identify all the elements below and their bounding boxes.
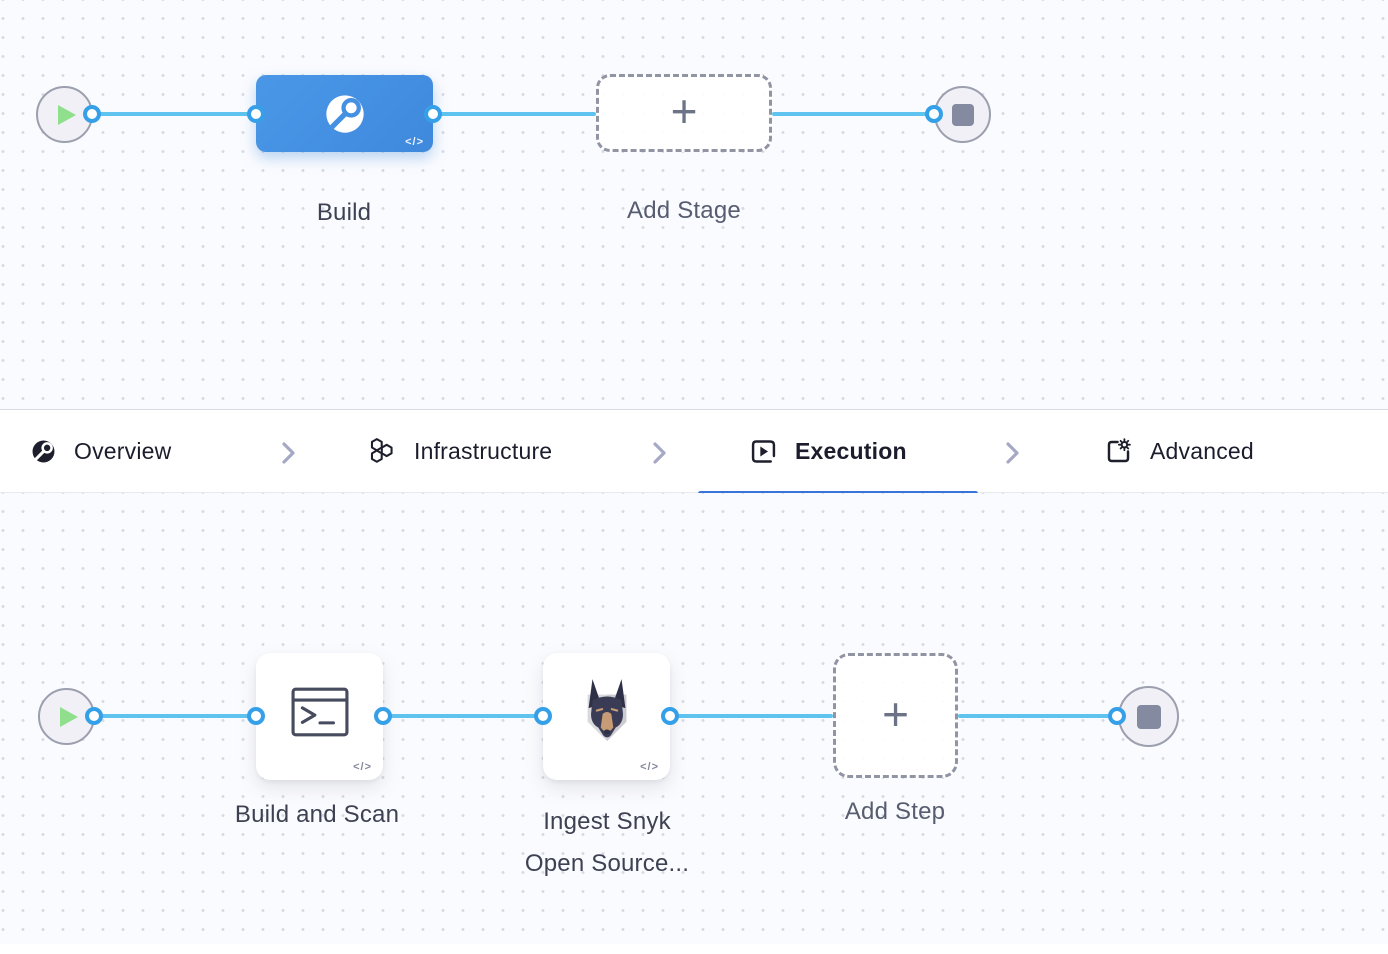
chevron-right-icon <box>653 442 666 464</box>
chevron-right-icon <box>1006 442 1019 464</box>
add-stage-label: Add Stage <box>627 197 741 224</box>
edge-start-to-build <box>92 112 256 116</box>
tab-infrastructure[interactable]: Infrastructure <box>367 410 552 492</box>
stage-label-build: Build <box>316 199 372 226</box>
step-graph-canvas[interactable]: </> </> + Bu <box>0 493 1388 944</box>
stage-graph-canvas[interactable]: </> + Build Add Stage <box>0 0 1388 409</box>
edge-step1-to-step2 <box>383 714 543 718</box>
code-badge: </> <box>353 761 372 773</box>
connector-port[interactable] <box>85 707 103 725</box>
plus-icon: + <box>670 85 698 137</box>
chevron-right-icon <box>282 442 295 464</box>
edge-addstage-to-stop <box>772 112 934 116</box>
step-node-ingest-snyk[interactable]: </> <box>543 653 670 780</box>
tab-execution-label: Execution <box>795 437 907 464</box>
overview-icon <box>32 440 55 462</box>
connector-port[interactable] <box>661 707 679 725</box>
connector-port[interactable] <box>534 707 552 725</box>
edge-build-to-addstage <box>433 112 596 116</box>
add-step-label: Add Step <box>844 798 946 825</box>
connector-port[interactable] <box>1108 707 1126 725</box>
edge-start-to-step1 <box>94 714 256 718</box>
connector-port[interactable] <box>925 105 943 123</box>
tab-overview[interactable]: Overview <box>30 410 171 492</box>
snyk-dog-icon <box>587 678 626 741</box>
tab-infrastructure-label: Infrastructure <box>414 437 553 464</box>
connector-port[interactable] <box>374 707 392 725</box>
ci-build-icon <box>325 94 364 133</box>
stop-icon <box>951 103 974 126</box>
play-icon <box>60 706 78 727</box>
stage-node-build[interactable]: </> <box>256 75 433 152</box>
tab-advanced[interactable]: Advanced <box>1104 410 1254 492</box>
connector-port[interactable] <box>424 105 442 123</box>
play-icon <box>58 104 76 125</box>
stage-config-tabbar: Overview Infrastructure Execution <box>0 409 1388 496</box>
connector-port[interactable] <box>83 105 101 123</box>
step-label-build-and-scan: Build and Scan <box>234 801 400 828</box>
add-stage-button[interactable]: + <box>596 74 772 152</box>
step-label-line1: Ingest Snyk <box>543 808 671 835</box>
step-label-ingest-snyk: Ingest Snyk Open Source... <box>477 801 737 885</box>
footer-strip <box>0 944 1388 954</box>
infrastructure-icon <box>370 438 393 463</box>
edge-step2-to-addstep <box>670 714 833 718</box>
connector-port[interactable] <box>247 707 265 725</box>
stop-icon <box>1136 704 1161 729</box>
add-step-button[interactable]: + <box>833 653 958 778</box>
tab-execution[interactable]: Execution <box>749 410 907 492</box>
advanced-icon <box>1107 437 1131 462</box>
step-label-line2: Open Source... <box>524 850 690 877</box>
plus-icon: + <box>882 687 909 740</box>
tab-advanced-label: Advanced <box>1150 437 1254 464</box>
terminal-icon <box>291 687 348 736</box>
tab-overview-label: Overview <box>74 437 172 464</box>
connector-port[interactable] <box>247 105 265 123</box>
execution-icon <box>751 439 776 463</box>
step-node-build-and-scan[interactable]: </> <box>256 653 383 780</box>
edge-addstep-to-stop <box>958 714 1117 718</box>
code-badge: </> <box>640 761 659 773</box>
steps-stop-node[interactable] <box>1118 686 1179 747</box>
code-badge: </> <box>405 136 424 148</box>
